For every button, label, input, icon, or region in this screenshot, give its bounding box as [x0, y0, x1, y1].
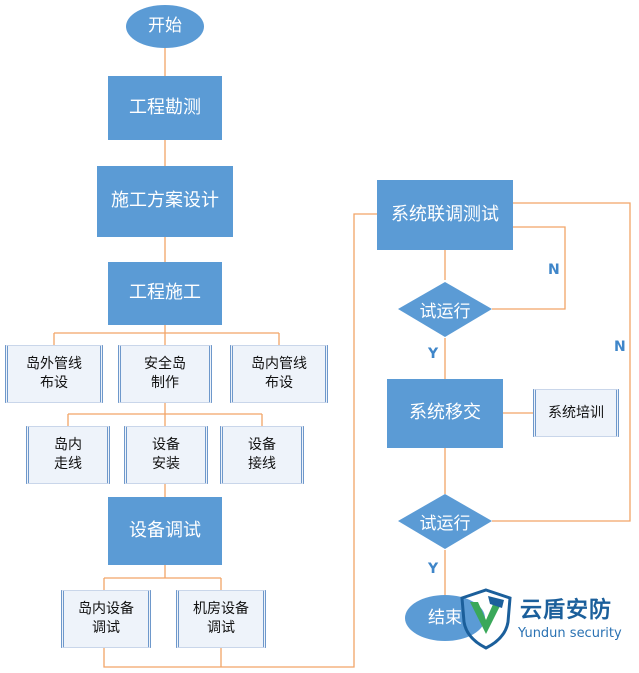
trial-run-2-label: 试运行 [419, 514, 471, 534]
trial-run-1-label: 试运行 [419, 302, 471, 322]
branch-yes-2: Y [428, 561, 439, 577]
training-step: 系统培训 [533, 389, 619, 437]
branch-no-2: N [614, 339, 626, 355]
trial-run-2-diamond [398, 494, 492, 549]
shield-v-icon [460, 588, 512, 650]
handover-step: 系统移交 [387, 379, 503, 448]
island-device-debug-step: 岛内设备 调试 [61, 590, 151, 648]
device-install-step: 设备 安装 [124, 426, 208, 484]
security-island-step: 安全岛 制作 [118, 345, 212, 403]
construction-plan-step: 施工方案设计 [97, 166, 233, 237]
island-wiring-step: 岛内 走线 [26, 426, 110, 484]
logo-title: 云盾安防 [520, 598, 613, 623]
survey-step: 工程勘测 [108, 76, 222, 140]
device-debug-step: 设备调试 [108, 497, 222, 565]
joint-test-step: 系统联调测试 [377, 180, 513, 250]
trial-run-1-diamond [398, 282, 492, 337]
branch-yes-1: Y [428, 346, 439, 362]
offshore-cabling-step: 岛外管线 布设 [5, 345, 103, 403]
logo-subtitle: Yundun security [518, 626, 622, 641]
construction-step: 工程施工 [108, 262, 222, 325]
start-node: 开始 [126, 5, 204, 48]
device-wiring-step: 设备 接线 [220, 426, 304, 484]
branch-no-1: N [548, 262, 560, 278]
yundun-logo: 云盾安防 Yundun security [458, 586, 638, 652]
end-node: 结束 [405, 595, 485, 641]
inner-cabling-step: 岛内管线 布设 [230, 345, 328, 403]
room-device-debug-step: 机房设备 调试 [176, 590, 266, 648]
